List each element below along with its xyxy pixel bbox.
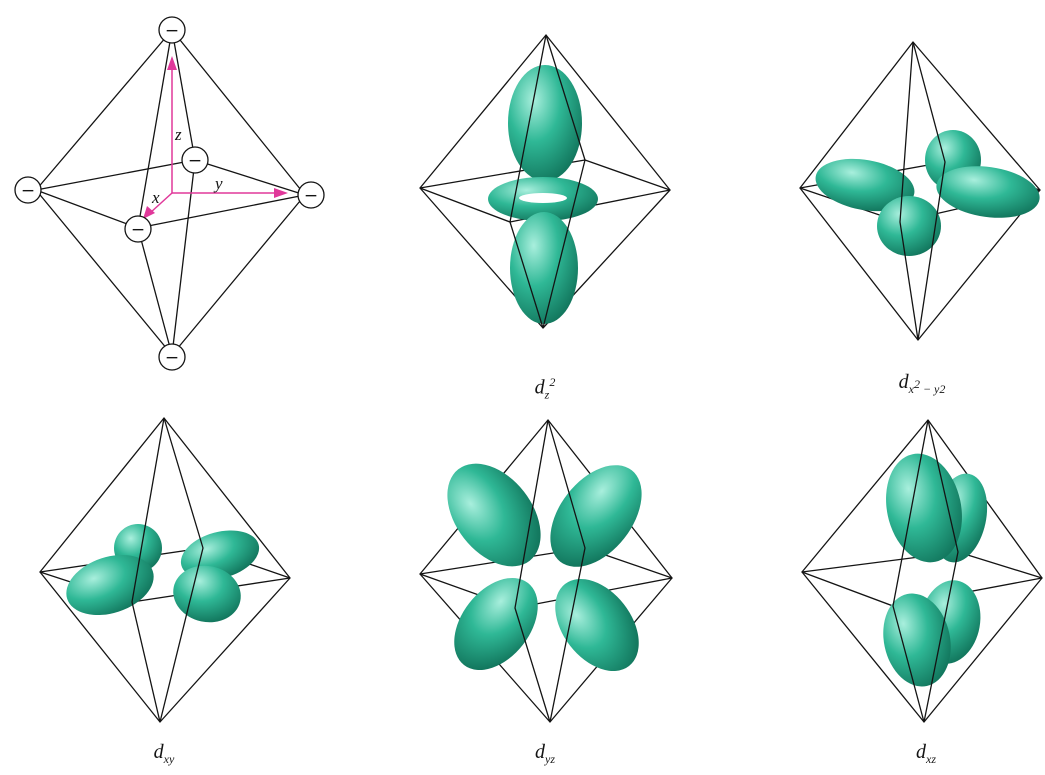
caption-dz2: dz2 xyxy=(534,375,556,402)
caption-dxz: dxz xyxy=(916,741,936,766)
dxz-upper-front-lobe xyxy=(886,453,962,563)
dz2-top-lobe xyxy=(508,65,582,181)
dxy-lobes xyxy=(66,524,260,623)
z-axis-label: z xyxy=(174,125,182,144)
caption-dxy: dxy xyxy=(153,741,175,766)
caption-dyz: dyz xyxy=(535,741,555,766)
svg-text:−: − xyxy=(131,220,145,240)
dxz-lower-front-lobe xyxy=(883,593,951,687)
coordinate-axes: z y x xyxy=(143,56,288,219)
dxy-panel xyxy=(39,417,291,723)
svg-text:−: − xyxy=(304,186,318,206)
x-axis-label: x xyxy=(151,188,160,207)
ligand-left: − xyxy=(14,176,42,204)
dz2-panel xyxy=(419,34,671,329)
dx2y2-right-lobe xyxy=(936,166,1040,218)
dyz-upper-left-lobe xyxy=(447,463,541,567)
dx2y2-panel xyxy=(799,41,1041,341)
dyz-lower-left-lobe xyxy=(454,577,538,671)
dyz-lower-right-lobe xyxy=(555,578,639,672)
ligand-octahedron-panel: z y x − − − − − − xyxy=(14,16,325,371)
dx2y2-left-lobe xyxy=(815,158,915,212)
ligand-bottom: − xyxy=(158,343,186,371)
dx2y2-lobes xyxy=(815,130,1040,256)
svg-text:−: − xyxy=(165,21,179,41)
ligand-right: − xyxy=(297,181,325,209)
ligand-front: − xyxy=(124,215,152,243)
y-axis-label: y xyxy=(213,174,223,193)
dyz-upper-right-lobe xyxy=(550,465,642,567)
dxz-panel xyxy=(801,419,1043,723)
svg-text:−: − xyxy=(165,348,179,368)
dz2-lobes xyxy=(488,65,598,324)
dxz-lobes xyxy=(883,453,988,687)
dyz-panel xyxy=(419,419,673,723)
dxy-front-right-lobe xyxy=(173,565,241,623)
dz2-bottom-lobe xyxy=(510,212,578,324)
svg-text:−: − xyxy=(21,181,35,201)
dyz-lobes xyxy=(447,463,642,672)
svg-text:−: − xyxy=(188,151,202,171)
ligand-top: − xyxy=(158,16,186,44)
dx2y2-front-lobe xyxy=(877,196,941,256)
ligand-back: − xyxy=(181,146,209,174)
caption-dx2y2: dx2 − y2 xyxy=(898,371,946,396)
